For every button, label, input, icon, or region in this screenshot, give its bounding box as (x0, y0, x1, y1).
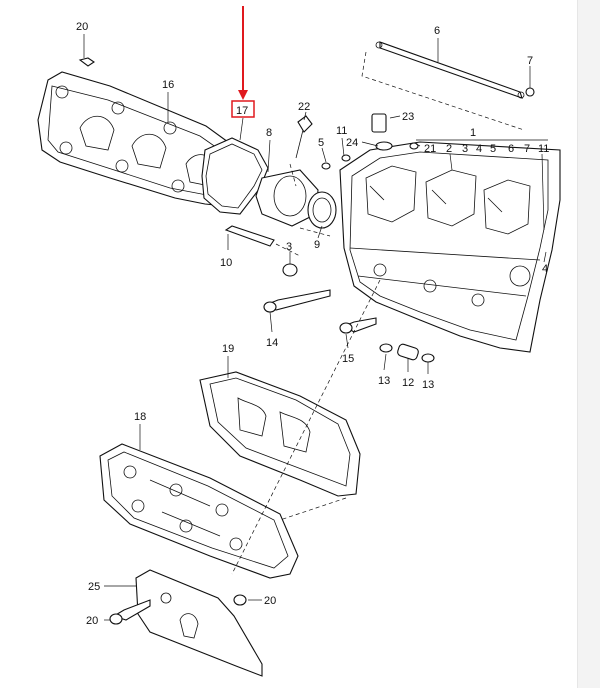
callout-25: 25 (88, 581, 100, 593)
callout-20-bottom: 20 (86, 615, 98, 627)
highlight-arrow (238, 6, 248, 100)
callout-9: 9 (314, 239, 320, 251)
callout-17: 17 (236, 105, 248, 117)
callout-11-right: 11 (538, 143, 549, 155)
callout-18: 18 (134, 411, 146, 423)
leader-lines (83, 34, 548, 621)
callout-23: 23 (402, 111, 414, 123)
callout-11-left: 11 (336, 125, 347, 137)
callout-20-top: 20 (76, 21, 88, 33)
callout-15: 15 (342, 353, 354, 365)
callout-8: 8 (266, 127, 272, 139)
cam-housing (255, 169, 337, 229)
callout-labels: 20 16 17 22 8 6 7 23 24 11 5 21 1 2 3 4 … (76, 21, 549, 627)
callout-20-right: 20 (264, 595, 276, 607)
cylinder-head (339, 141, 561, 353)
highlight-box (231, 100, 255, 118)
callout-16: 16 (162, 79, 174, 91)
callout-4-lower: 4 (542, 263, 548, 275)
assembly-lines (231, 51, 525, 575)
callout-5-left: 5 (318, 137, 324, 149)
callout-7-right: 7 (524, 143, 530, 155)
rod-part (375, 41, 525, 99)
callout-19: 19 (222, 343, 234, 355)
callout-21: 21 (424, 143, 436, 155)
small-parts (224, 87, 535, 363)
callout-5-right: 5 (490, 143, 496, 155)
lower-cover (99, 443, 299, 579)
callout-13-right: 13 (422, 379, 434, 391)
callout-14: 14 (266, 337, 278, 349)
callout-13-left: 13 (378, 375, 390, 387)
lower-gasket (199, 371, 361, 497)
callout-22: 22 (298, 101, 310, 113)
callout-3-lower: 3 (286, 241, 292, 253)
bracket-plate (78, 57, 263, 677)
callout-4-right: 4 (476, 143, 482, 155)
valve-cover-gasket (201, 137, 269, 215)
callout-12: 12 (402, 377, 414, 389)
callout-1: 1 (470, 127, 476, 139)
scrollbar-track[interactable] (577, 0, 600, 688)
callout-6-right: 6 (508, 143, 514, 155)
callout-10: 10 (220, 257, 232, 269)
callout-24: 24 (346, 137, 358, 149)
callout-7-top: 7 (527, 55, 533, 67)
callout-2: 2 (446, 143, 452, 155)
callout-3-right: 3 (462, 143, 468, 155)
callout-6-top: 6 (434, 25, 440, 37)
